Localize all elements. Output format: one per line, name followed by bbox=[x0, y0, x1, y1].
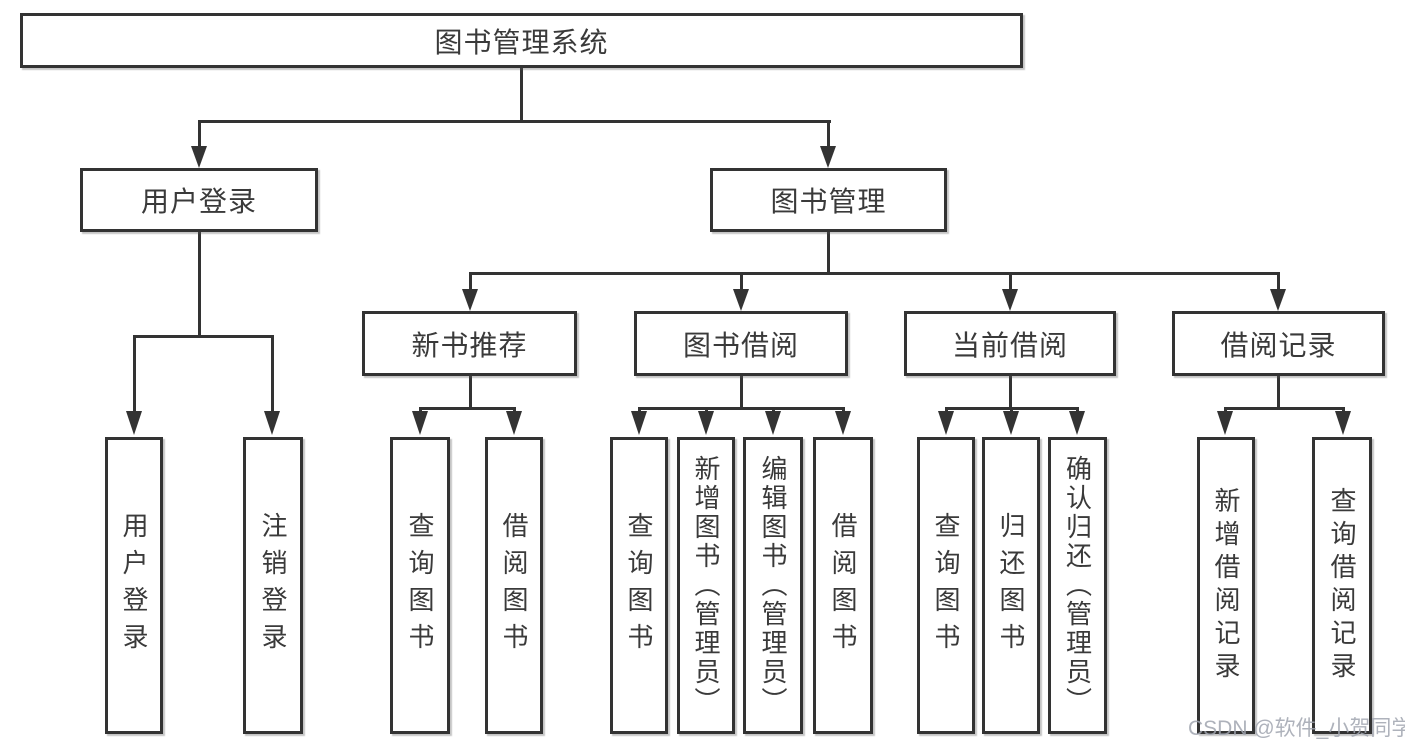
node-book-borrowing: 图书借阅 bbox=[634, 311, 848, 376]
connector-book-mgmt-drop bbox=[827, 120, 830, 148]
connector-group5-bar bbox=[1224, 407, 1345, 410]
leaf-query-books: 查询图书 bbox=[917, 437, 975, 734]
leaf-edit-books-admin: 编辑图书（管理员） bbox=[743, 437, 803, 734]
connector-level2-bar bbox=[469, 272, 1280, 275]
connector-user-login-drop bbox=[198, 120, 201, 148]
node-label: 用户登录 bbox=[140, 186, 257, 217]
connector-borrow-records-trunk bbox=[1277, 376, 1280, 407]
connector-leaf-drop bbox=[1076, 407, 1079, 414]
arrow-down-icon bbox=[412, 411, 428, 435]
node-borrow-records: 借阅记录 bbox=[1172, 311, 1385, 376]
node-label: 新书推荐 bbox=[411, 329, 528, 361]
connector-user-login-trunk bbox=[198, 232, 201, 335]
leaf-return-books: 归还图书 bbox=[982, 437, 1040, 734]
connector-leaf-drop bbox=[271, 335, 274, 413]
leaf-confirm-return-admin: 确认归还（管理员） bbox=[1048, 437, 1107, 734]
leaf-borrow-books: 借阅图书 bbox=[485, 437, 543, 734]
arrow-down-icon bbox=[1003, 411, 1019, 435]
leaf-add-books-admin: 新增图书（管理员） bbox=[677, 437, 735, 734]
node-user-login: 用户登录 bbox=[80, 168, 318, 232]
connector-group3-bar bbox=[638, 407, 845, 410]
leaf-user-login: 用户登录 bbox=[105, 437, 163, 734]
leaf-label: 查询图书 bbox=[624, 511, 654, 660]
leaf-query-books: 查询图书 bbox=[390, 437, 450, 734]
arrow-down-icon bbox=[191, 146, 207, 168]
connector-leaf-drop bbox=[638, 407, 641, 414]
leaf-label: 借阅图书 bbox=[499, 511, 529, 660]
watermark: CSDN @软件_小贺同学 bbox=[1188, 717, 1405, 740]
arrow-down-icon bbox=[698, 411, 714, 435]
connector-group2-bar bbox=[419, 407, 516, 410]
arrow-down-icon bbox=[820, 146, 836, 168]
node-book-management: 图书管理 bbox=[710, 168, 947, 232]
leaf-label: 查询借阅记录 bbox=[1327, 486, 1357, 685]
connector-leaf-drop bbox=[133, 335, 136, 413]
connector-book-borrow-trunk bbox=[740, 376, 743, 407]
connector-group1-bar bbox=[133, 335, 274, 338]
connector-leaf-drop bbox=[1224, 407, 1227, 414]
arrow-down-icon bbox=[506, 411, 522, 435]
leaf-label: 新增图书（管理员） bbox=[691, 455, 721, 716]
arrow-down-icon bbox=[1002, 289, 1018, 311]
leaf-label: 归还图书 bbox=[996, 511, 1026, 660]
arrow-down-icon bbox=[631, 411, 647, 435]
arrow-down-icon bbox=[126, 411, 142, 435]
leaf-label: 用户登录 bbox=[119, 511, 149, 660]
node-label: 图书管理系统 bbox=[434, 26, 609, 58]
leaf-label: 查询图书 bbox=[405, 511, 435, 660]
arrow-down-icon bbox=[835, 411, 851, 435]
leaf-label: 注销登录 bbox=[258, 511, 288, 660]
leaf-label: 编辑图书（管理员） bbox=[758, 455, 788, 716]
connector-leaf-drop bbox=[842, 407, 845, 414]
connector-leaf-drop bbox=[1010, 407, 1013, 414]
connector-current-borrow-drop bbox=[1009, 272, 1012, 290]
arrow-down-icon bbox=[1217, 411, 1233, 435]
node-library-management-system: 图书管理系统 bbox=[20, 13, 1023, 68]
connector-book-borrow-drop bbox=[740, 272, 743, 290]
arrow-down-icon bbox=[264, 411, 280, 435]
arrow-down-icon bbox=[1270, 289, 1286, 311]
node-current-borrowing: 当前借阅 bbox=[904, 311, 1116, 376]
node-label: 借阅记录 bbox=[1220, 329, 1337, 361]
arrow-down-icon bbox=[765, 411, 781, 435]
node-new-book-recommend: 新书推荐 bbox=[362, 311, 577, 376]
arrow-down-icon bbox=[938, 411, 954, 435]
node-label: 图书管理 bbox=[770, 186, 887, 217]
connector-leaf-drop bbox=[1342, 407, 1345, 414]
connector-leaf-drop bbox=[513, 407, 516, 414]
leaf-add-borrow-record: 新增借阅记录 bbox=[1197, 437, 1255, 734]
leaf-label: 借阅图书 bbox=[828, 511, 858, 660]
leaf-query-books: 查询图书 bbox=[610, 437, 668, 734]
arrow-down-icon bbox=[1069, 411, 1085, 435]
connector-leaf-drop bbox=[419, 407, 422, 414]
node-label: 当前借阅 bbox=[951, 329, 1068, 361]
connector-leaf-drop bbox=[705, 407, 708, 414]
connector-new-book-trunk bbox=[469, 376, 472, 407]
connector-root-trunk bbox=[520, 67, 523, 120]
connector-leaf-drop bbox=[772, 407, 775, 414]
leaf-logout: 注销登录 bbox=[243, 437, 303, 734]
node-label: 图书借阅 bbox=[682, 329, 799, 361]
connector-level1-bar bbox=[198, 120, 831, 123]
arrow-down-icon bbox=[1335, 411, 1351, 435]
leaf-label: 新增借阅记录 bbox=[1211, 486, 1241, 685]
leaf-label: 查询图书 bbox=[931, 511, 961, 660]
leaf-borrow-books: 借阅图书 bbox=[813, 437, 873, 734]
arrow-down-icon bbox=[462, 289, 478, 311]
connector-leaf-drop bbox=[945, 407, 948, 414]
connector-book-mgmt-trunk bbox=[827, 232, 830, 272]
connector-borrow-records-drop bbox=[1277, 272, 1280, 290]
connector-current-borrow-trunk bbox=[1009, 376, 1012, 407]
leaf-query-borrow-record: 查询借阅记录 bbox=[1312, 437, 1372, 734]
connector-new-book-drop bbox=[469, 272, 472, 290]
leaf-label: 确认归还（管理员） bbox=[1062, 455, 1093, 716]
arrow-down-icon bbox=[733, 289, 749, 311]
